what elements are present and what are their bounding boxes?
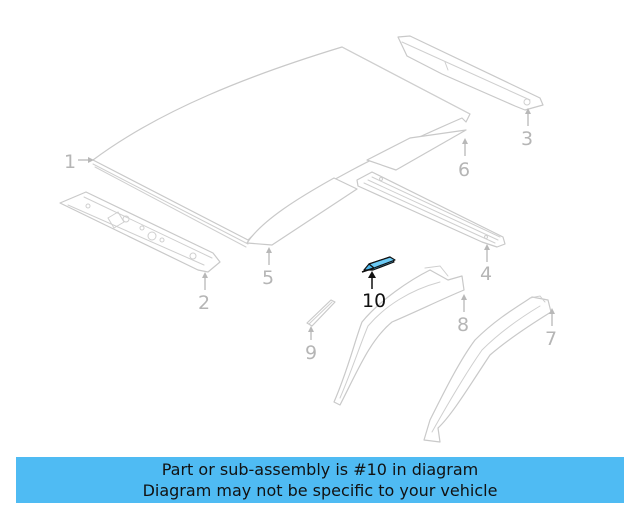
banner-line-part-number: Part or sub-assembly is #10 in diagram: [161, 460, 479, 479]
arrowhead-2: [202, 272, 208, 278]
part-8-roof-rail-inner[interactable]: [333, 265, 465, 406]
part-3-rear-rail[interactable]: [397, 35, 544, 111]
part-9-bracket[interactable]: [306, 299, 336, 327]
callout-1[interactable]: 1: [64, 151, 76, 173]
callout-3[interactable]: 3: [521, 128, 533, 150]
arrowhead-10: [368, 271, 376, 278]
callout-4[interactable]: 4: [480, 263, 492, 285]
part-4-roof-bow-rear[interactable]: [356, 171, 506, 248]
callout-9[interactable]: 9: [305, 342, 317, 364]
part-7-rear-pillar[interactable]: [423, 295, 552, 443]
callout-10[interactable]: 10: [362, 290, 386, 312]
info-banner: Part or sub-assembly is #10 in diagram D…: [16, 457, 624, 503]
callout-6[interactable]: 6: [458, 159, 470, 181]
arrowhead-8: [461, 294, 467, 300]
callout-8[interactable]: 8: [457, 314, 469, 336]
part-6-roof-panel-rear[interactable]: [366, 129, 467, 171]
arrowhead-5: [266, 247, 272, 253]
part-5-front-header[interactable]: [246, 177, 358, 246]
part-2-roof-bow-front[interactable]: [59, 191, 221, 273]
arrowhead-7: [549, 308, 555, 314]
arrowhead-3: [525, 108, 531, 114]
arrowhead-9: [308, 326, 314, 332]
callout-7[interactable]: 7: [545, 328, 557, 350]
callout-2[interactable]: 2: [198, 292, 210, 314]
callout-5[interactable]: 5: [262, 267, 274, 289]
arrowhead-1: [88, 157, 94, 163]
arrowhead-4: [484, 244, 490, 250]
banner-line-disclaimer: Diagram may not be specific to your vehi…: [142, 481, 498, 500]
arrowhead-6: [462, 138, 468, 144]
part-10-reinforcement-highlighted[interactable]: [361, 256, 396, 273]
